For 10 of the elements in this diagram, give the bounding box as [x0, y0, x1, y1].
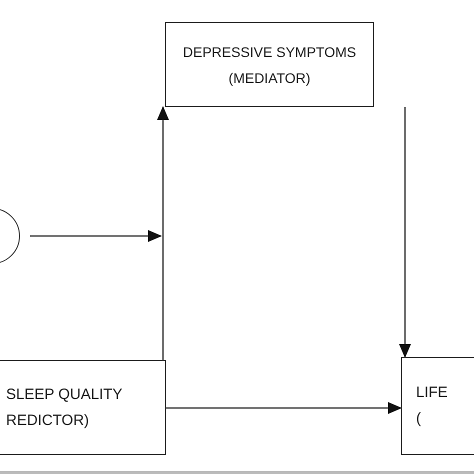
arrow: [30, 230, 162, 242]
box-label: SLEEP QUALITY REDICTOR): [6, 384, 124, 430]
arrow: [166, 402, 402, 414]
arrow: [157, 106, 169, 360]
variable-box: [165, 22, 374, 107]
box-label: LIFE (: [416, 383, 449, 429]
arrow: [399, 107, 411, 358]
variable-box: [0, 360, 166, 455]
box-label: DEPRESSIVE SYMPTOMS (MEDIATOR): [182, 42, 358, 88]
variable-box: [401, 357, 474, 455]
